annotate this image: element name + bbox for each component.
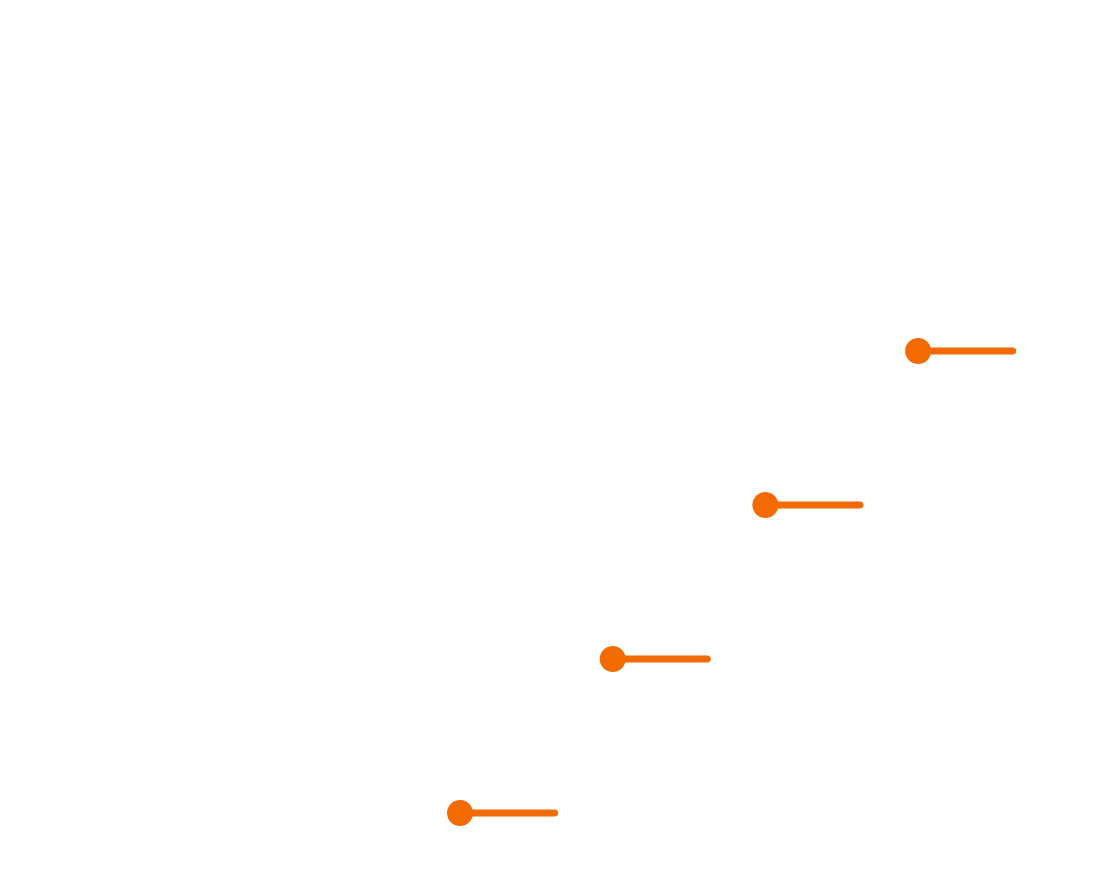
point-marker: [447, 800, 473, 826]
data-point-3: [752, 492, 864, 518]
point-marker: [905, 338, 932, 364]
data-point-1: [447, 800, 559, 826]
point-marker: [599, 646, 626, 672]
data-point-2: [599, 646, 711, 672]
point-marker: [752, 492, 779, 518]
data-point-4: [905, 338, 1017, 364]
